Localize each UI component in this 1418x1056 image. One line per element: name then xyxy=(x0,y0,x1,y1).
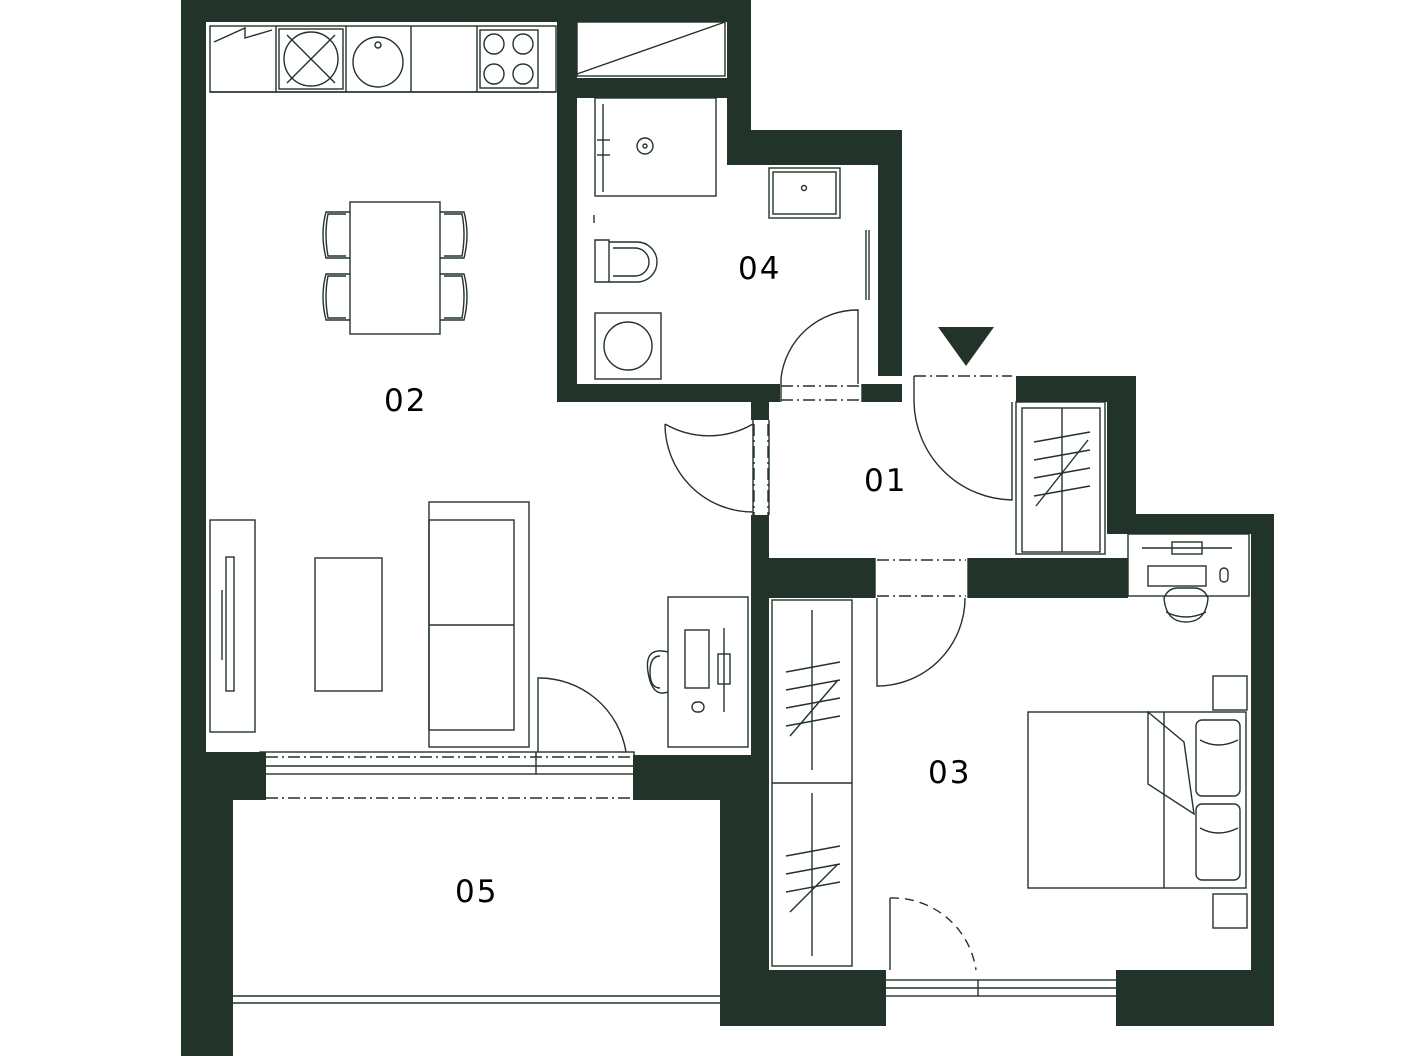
nightstand-top xyxy=(1212,675,1248,711)
dashed-lines xyxy=(266,375,1012,971)
bedroom-desk xyxy=(1127,533,1250,597)
room-label-01: 01 xyxy=(864,463,907,499)
triangle-down-icon xyxy=(938,327,994,366)
hall-wardrobe xyxy=(1015,401,1106,555)
sink xyxy=(768,167,841,219)
shower xyxy=(594,97,717,197)
coffee-table xyxy=(314,557,383,692)
fixtures xyxy=(209,21,1250,1004)
room-label-05: 05 xyxy=(455,874,498,910)
tv-unit xyxy=(209,519,256,733)
bed xyxy=(1027,711,1247,889)
room-labels: 02 04 01 03 05 xyxy=(384,251,971,910)
room-fills xyxy=(206,22,1251,1026)
room-label-02: 02 xyxy=(384,383,427,419)
walls-overlay xyxy=(557,0,902,420)
washing-machine xyxy=(594,312,662,380)
room-label-04: 04 xyxy=(738,251,781,287)
room-label-03: 03 xyxy=(928,755,971,791)
nightstand-bottom xyxy=(1212,893,1248,929)
desk xyxy=(667,596,749,748)
dining-table xyxy=(349,201,441,335)
